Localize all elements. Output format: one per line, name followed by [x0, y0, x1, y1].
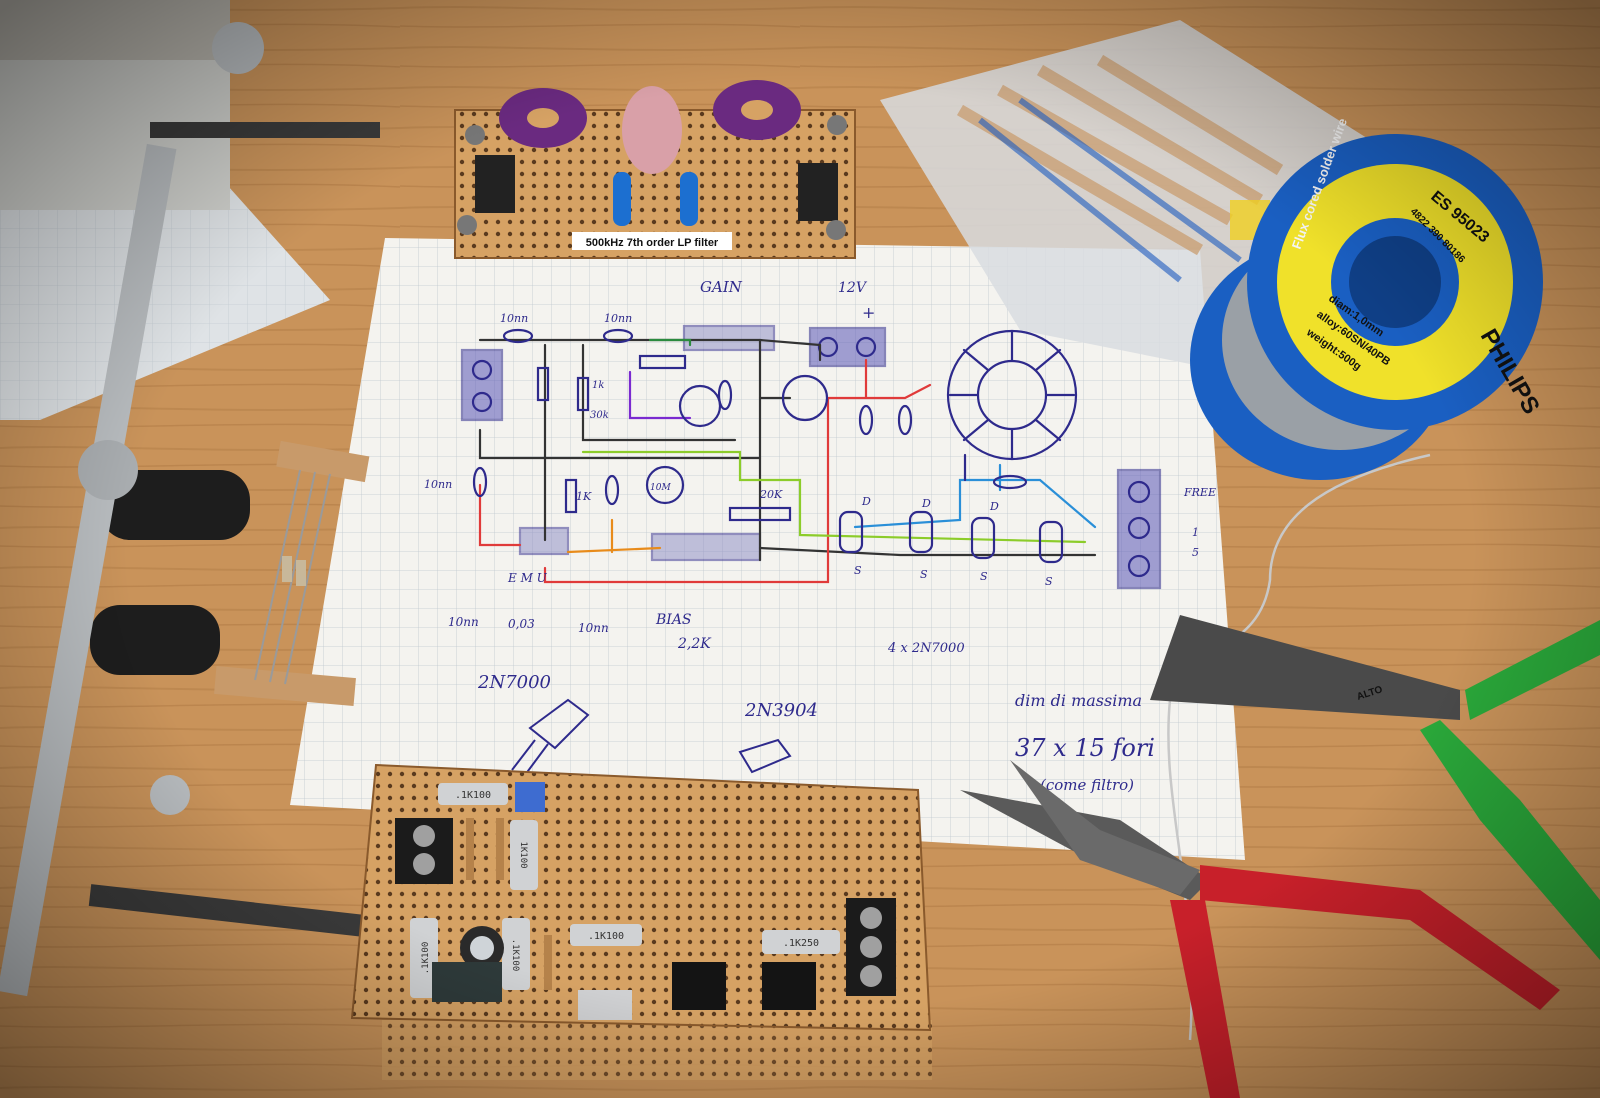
- power-label: 12V: [838, 280, 868, 296]
- resistor-label-3: 20K: [759, 488, 783, 501]
- gain-label: GAIN: [700, 278, 743, 296]
- board-resistor-2: 1K100: [518, 841, 528, 868]
- bottom-cap-label-1: 10nn: [448, 615, 479, 629]
- meter-label: 10M: [650, 483, 671, 493]
- transistor-1-label: 2N7000: [477, 672, 551, 693]
- power-terminal-symbol: [808, 326, 887, 368]
- pin-s-label-2: S: [920, 568, 928, 581]
- board-resistor-4: .1K250: [783, 938, 819, 949]
- ic-socket-1: [672, 962, 726, 1010]
- bias-label: BIAS: [655, 612, 692, 628]
- cap-label-3: 10nn: [424, 478, 452, 491]
- bottom-cap-label-3: 10nn: [578, 621, 609, 635]
- pin-d-label-3: D: [989, 500, 999, 513]
- right-label-2: 5: [1192, 546, 1199, 559]
- pin-s-label-3: S: [980, 570, 988, 583]
- board-resistor-3: .1K100: [588, 931, 624, 942]
- board-resistor-5: .1K100: [421, 942, 431, 975]
- bias-value: 2,2K: [677, 636, 712, 652]
- filter-board-label: 500kHz 7th order LP filter: [586, 237, 719, 249]
- ic-socket-2: [762, 962, 816, 1010]
- lp-filter-board: 500kHz 7th order LP filter: [454, 80, 856, 259]
- output-terminal-symbol: [1116, 468, 1162, 590]
- resistor-label-1: 1k: [592, 380, 604, 391]
- free-label: FREE: [1183, 486, 1216, 499]
- mosfet-count-label: 4 x 2N7000: [887, 641, 965, 656]
- cap-label-2: 10nn: [604, 312, 632, 325]
- dims-note: (come filtro): [1040, 776, 1134, 794]
- board-resistor-6: .1K100: [510, 939, 520, 972]
- resistor-label-4: 1K: [576, 490, 592, 503]
- right-label-1: 1: [1192, 526, 1199, 539]
- lower-perfboard: .1K100 1K100 .1K100 .1K250 .1K100 .1K100: [350, 763, 932, 1080]
- bnc-socket-left: [475, 155, 515, 213]
- resistor-label-2: 30k: [590, 410, 609, 421]
- board-resistor-1: .1K100: [455, 790, 491, 801]
- pin-d-label-2: D: [921, 497, 931, 510]
- pin-d-label-1: D: [861, 495, 871, 508]
- dims-value: 37 x 15 fori: [1015, 734, 1155, 762]
- cap-label-1: 10nn: [500, 312, 528, 325]
- bottom-cap-label-2: 0,03: [508, 617, 535, 631]
- pin-emu-label: E M U: [507, 571, 548, 585]
- dims-title: dim di massima: [1015, 691, 1142, 710]
- transistor-2-label: 2N3904: [744, 700, 818, 721]
- pin-s-label-1: S: [854, 564, 862, 577]
- pin-s-label-4: S: [1045, 575, 1053, 588]
- plus-label: +: [862, 303, 875, 322]
- bnc-socket-right: [798, 163, 838, 221]
